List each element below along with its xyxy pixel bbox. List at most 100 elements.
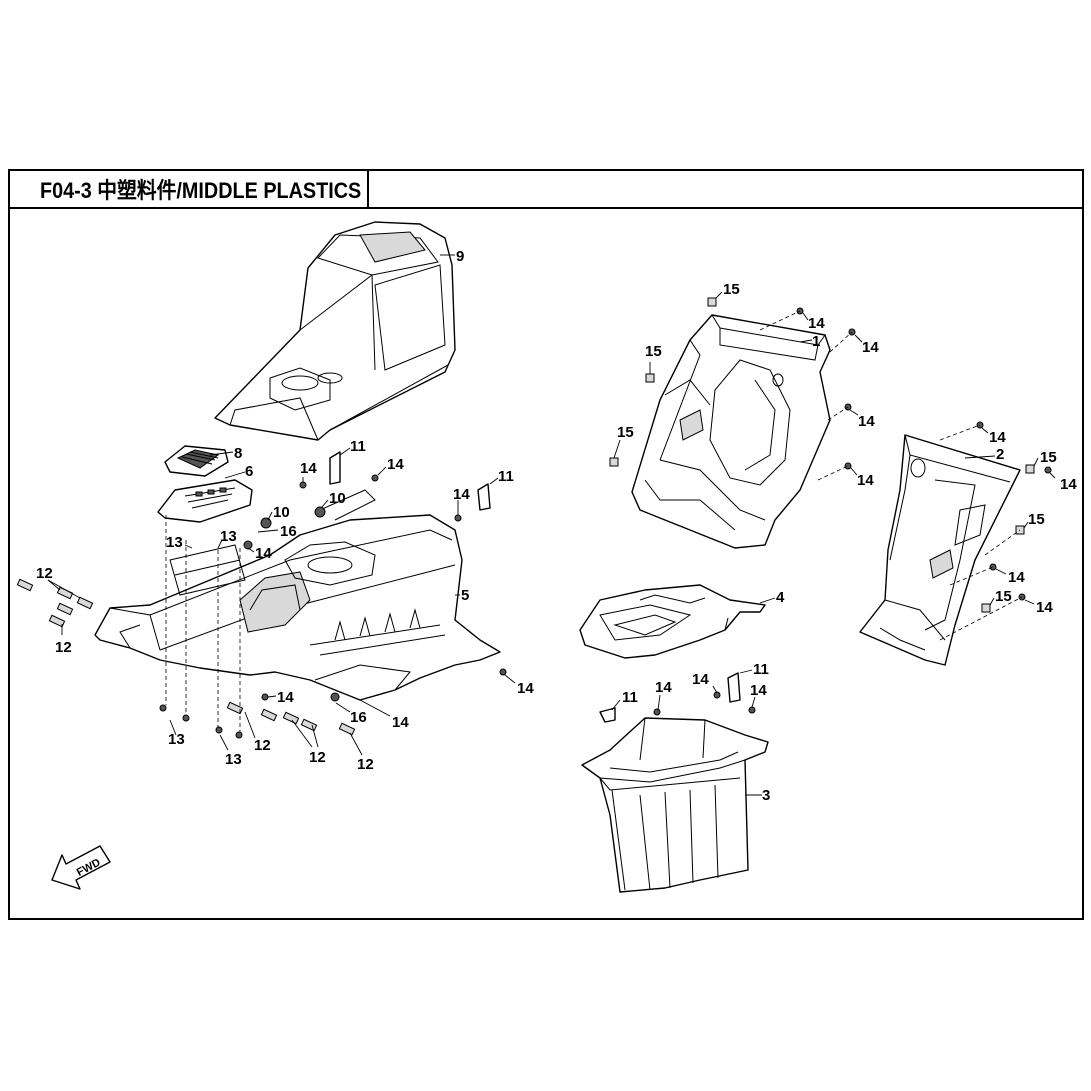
svg-text:11: 11: [622, 689, 638, 706]
svg-text:12: 12: [55, 639, 72, 656]
callout-14o: 14: [1024, 599, 1053, 616]
callout-4: 4: [759, 589, 785, 606]
alignment-lines: [165, 310, 1023, 732]
callouts: 9 8 6 10 10 16 11 11 14 14 14 14 13 13 1…: [36, 248, 1077, 804]
callout-14h: 14: [802, 312, 825, 332]
callout-9: 9: [440, 248, 464, 265]
svg-text:11: 11: [498, 468, 514, 485]
svg-text:14: 14: [857, 472, 874, 489]
callout-15d: 15: [1033, 449, 1057, 467]
callout-14b: 14: [377, 456, 404, 476]
svg-text:10: 10: [329, 490, 346, 507]
svg-text:15: 15: [617, 424, 634, 441]
callout-16b: 16: [335, 702, 367, 726]
svg-text:1: 1: [812, 333, 820, 350]
svg-text:15: 15: [723, 281, 740, 298]
title-box: F04-3 中塑料件/MIDDLE PLASTICS: [8, 169, 369, 209]
svg-text:14: 14: [989, 429, 1006, 446]
callout-13d: 13: [219, 734, 242, 768]
svg-text:14: 14: [692, 671, 709, 688]
svg-text:4: 4: [776, 589, 785, 606]
svg-text:2: 2: [996, 446, 1004, 463]
callout-10b: 10: [321, 490, 346, 508]
part-6-shifter-panel: [157, 479, 253, 523]
part-5-middle-console: [94, 489, 501, 701]
callout-14r: 14: [750, 682, 767, 708]
part-3-storage-box: [581, 717, 769, 893]
svg-text:14: 14: [300, 460, 317, 477]
fasteners: [16, 297, 1052, 739]
callout-14m: 14: [1049, 472, 1077, 493]
part-2-inner-panel: [859, 434, 1021, 666]
svg-text:13: 13: [220, 528, 237, 545]
callout-12e: 12: [349, 732, 374, 773]
callout-13b: 13: [217, 528, 237, 549]
svg-text:12: 12: [309, 749, 326, 766]
svg-text:10: 10: [273, 504, 290, 521]
callout-15e: 15: [1023, 511, 1045, 529]
callout-15b: 15: [645, 343, 662, 374]
svg-text:13: 13: [166, 534, 183, 551]
callout-14i: 14: [854, 334, 879, 356]
svg-text:5: 5: [461, 587, 469, 604]
callout-11b: 11: [489, 468, 514, 485]
svg-text:15: 15: [995, 588, 1012, 605]
callout-14a: 14: [300, 460, 317, 482]
svg-text:14: 14: [1036, 599, 1053, 616]
callout-15c: 15: [613, 424, 634, 459]
callout-8: 8: [209, 445, 242, 462]
callout-14n: 14: [995, 568, 1025, 586]
callout-11a: 11: [339, 438, 366, 456]
callout-14c: 14: [453, 486, 470, 515]
svg-text:14: 14: [392, 714, 409, 731]
svg-text:8: 8: [234, 445, 242, 462]
svg-text:14: 14: [808, 315, 825, 332]
svg-text:13: 13: [225, 751, 242, 768]
svg-text:14: 14: [655, 679, 672, 696]
svg-text:12: 12: [254, 737, 271, 754]
svg-text:14: 14: [453, 486, 470, 503]
svg-text:16: 16: [280, 523, 297, 540]
callout-12d: 12: [291, 719, 326, 766]
svg-text:12: 12: [357, 756, 374, 773]
callout-16a: 16: [257, 523, 297, 540]
page-title: F04-3 中塑料件/MIDDLE PLASTICS: [40, 178, 362, 203]
callout-14k: 14: [850, 467, 874, 489]
part-8-vent-panel: [164, 445, 229, 477]
svg-text:11: 11: [753, 661, 769, 678]
callout-2: 2: [964, 446, 1004, 463]
callout-14e: 14: [504, 674, 534, 697]
callout-1: 1: [799, 333, 820, 350]
callout-12c: 12: [244, 711, 271, 754]
part-4-tray: [579, 584, 766, 659]
callout-12b: 12: [55, 624, 72, 656]
svg-text:14: 14: [1060, 476, 1077, 493]
svg-text:15: 15: [1028, 511, 1045, 528]
svg-text:14: 14: [517, 680, 534, 697]
callout-14j: 14: [849, 409, 875, 430]
callout-15f: 15: [989, 588, 1012, 606]
svg-text:14: 14: [387, 456, 404, 473]
svg-text:14: 14: [277, 689, 294, 706]
title-rule: [369, 207, 1084, 209]
svg-text:14: 14: [858, 413, 875, 430]
svg-text:15: 15: [645, 343, 662, 360]
clip-row-left: [16, 578, 94, 628]
callout-12a: 12: [36, 565, 81, 599]
callout-14p: 14: [655, 679, 672, 711]
callout-11c: 11: [611, 689, 638, 711]
callout-10a: 10: [267, 504, 290, 521]
svg-text:14: 14: [255, 545, 272, 562]
svg-text:13: 13: [168, 731, 185, 748]
svg-text:3: 3: [762, 787, 770, 804]
callout-14g: 14: [359, 699, 409, 731]
callout-15a: 15: [715, 281, 740, 299]
callout-5: 5: [455, 587, 469, 604]
callout-14l: 14: [981, 427, 1006, 446]
callout-13c: 13: [168, 719, 185, 748]
svg-text:9: 9: [456, 248, 464, 265]
callout-11d: 11: [739, 661, 769, 678]
callout-6: 6: [224, 463, 253, 480]
svg-text:14: 14: [750, 682, 767, 699]
callout-13a: 13: [166, 534, 193, 551]
